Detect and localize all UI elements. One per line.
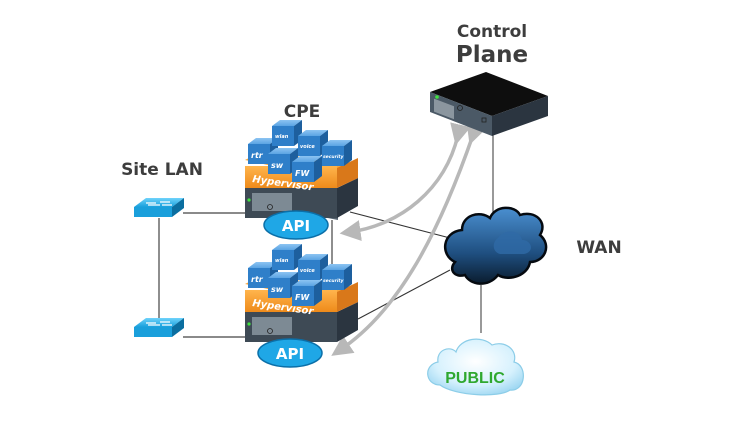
power-led-icon [247, 322, 251, 326]
site-switch-2[interactable] [134, 318, 184, 337]
control-plane-label-line1: Control [457, 22, 527, 42]
port-icon [457, 105, 463, 111]
vnf-cube-fw: FW [292, 280, 322, 306]
svg-text:FW: FW [295, 169, 310, 178]
api-arrows [331, 121, 487, 356]
svg-text:sw: sw [271, 285, 284, 294]
svg-text:rtr: rtr [251, 275, 264, 284]
api-label: API [276, 345, 304, 363]
svg-text:voice: voice [300, 144, 315, 150]
vnf-cube-security: security [322, 140, 352, 166]
vnf-cube-wlan: wlan [272, 244, 302, 270]
svg-text:FW: FW [295, 293, 310, 302]
arrow-control-plane-cpe2 [331, 121, 487, 356]
svg-text:sw: sw [271, 161, 284, 170]
svg-text:rtr: rtr [251, 151, 264, 160]
port-icon [481, 117, 487, 123]
vnf-cube-security: security [322, 264, 352, 290]
svg-text:wlan: wlan [275, 134, 289, 140]
svg-text:voice: voice [300, 268, 315, 274]
control-plane-server[interactable] [430, 72, 548, 136]
api-badge-2[interactable]: API [257, 338, 323, 368]
wan-cloud[interactable] [444, 206, 548, 285]
port-icon [267, 204, 273, 210]
public-cloud[interactable]: PUBLIC [427, 338, 524, 396]
site-lan-label: Site LAN [121, 160, 203, 180]
cpe-stack-1[interactable]: Hypervisor rtr wlan voice sw FW security [245, 120, 358, 240]
svg-text:wlan: wlan [275, 258, 289, 264]
api-badge-1[interactable]: API [263, 210, 329, 240]
cpe-label: CPE [284, 102, 321, 122]
public-label: PUBLIC [445, 370, 505, 387]
wan-label: WAN [576, 238, 621, 258]
power-led-icon [247, 198, 251, 202]
port-icon [267, 328, 273, 334]
control-plane-label-line2: Plane [456, 42, 528, 68]
power-led-icon [435, 95, 439, 99]
vnf-cube-fw: FW [292, 156, 322, 182]
cpe-stack-2[interactable]: Hypervisor rtr wlan voice sw FW security… [245, 244, 358, 368]
api-label: API [282, 217, 310, 235]
svg-text:security: security [323, 154, 345, 160]
vnf-cube-wlan: wlan [272, 120, 302, 146]
site-switch-1[interactable] [134, 198, 184, 217]
svg-text:security: security [323, 278, 345, 284]
link-cpe2-wan [357, 269, 451, 320]
